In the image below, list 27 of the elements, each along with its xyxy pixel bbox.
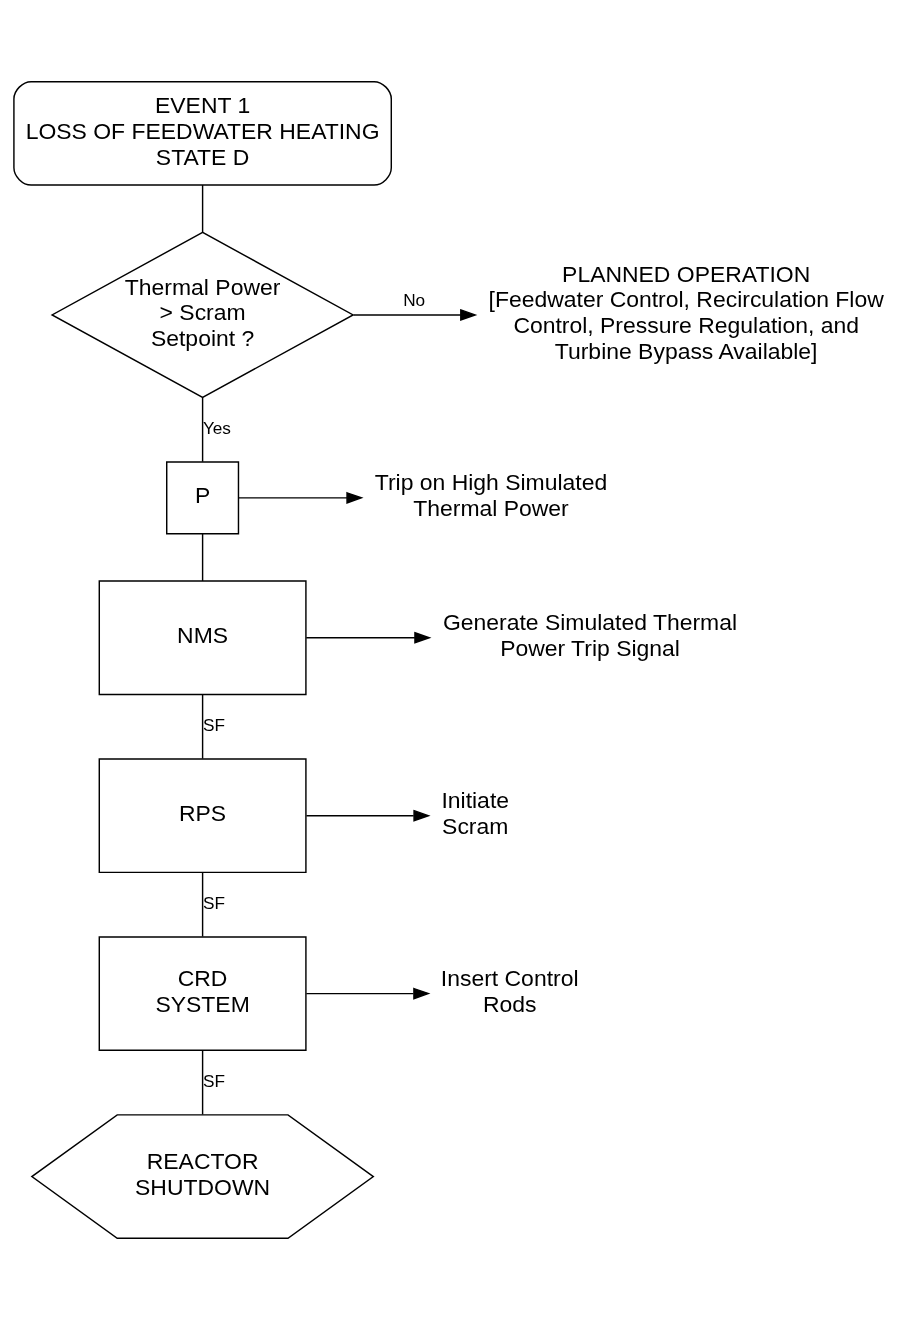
edge-label: SF: [203, 1070, 226, 1091]
node-box: P: [166, 460, 240, 534]
node-box: NMS: [98, 579, 307, 695]
connector: [201, 183, 204, 233]
node-text: PLANNED OPERATION [Feedwater Control, Recirculation Flow Control, Pressure Regulation, and Turbine Bypass Available]: [488, 260, 884, 364]
connector: [201, 532, 204, 582]
node-text: Initiate Scram: [441, 786, 510, 839]
node-text: Insert Control Rods: [440, 964, 579, 1017]
node-box: RPS: [98, 757, 307, 873]
connector: [201, 693, 204, 759]
arrow: [305, 809, 431, 822]
connector: [201, 396, 204, 462]
node-text: Generate Simulated Thermal Power Trip Signal: [442, 608, 738, 661]
arrow: [237, 491, 364, 504]
connector: [201, 1049, 204, 1115]
node-diamond: Thermal Power > Scram Setpoint ?: [50, 231, 355, 398]
edge-label: Yes: [202, 417, 231, 438]
node-text: Trip on High Simulated Thermal Power: [374, 468, 608, 521]
arrow: [352, 308, 478, 321]
node-box: EVENT 1 LOSS OF FEEDWATER HEATING STATE D: [13, 80, 392, 186]
edge-label: SF: [203, 714, 226, 735]
node-box: CRD SYSTEM: [98, 935, 307, 1051]
arrow: [305, 987, 431, 1000]
arrow: [305, 631, 432, 644]
edge-label: No: [403, 289, 426, 310]
connector: [201, 871, 204, 937]
edge-label: SF: [203, 892, 226, 913]
